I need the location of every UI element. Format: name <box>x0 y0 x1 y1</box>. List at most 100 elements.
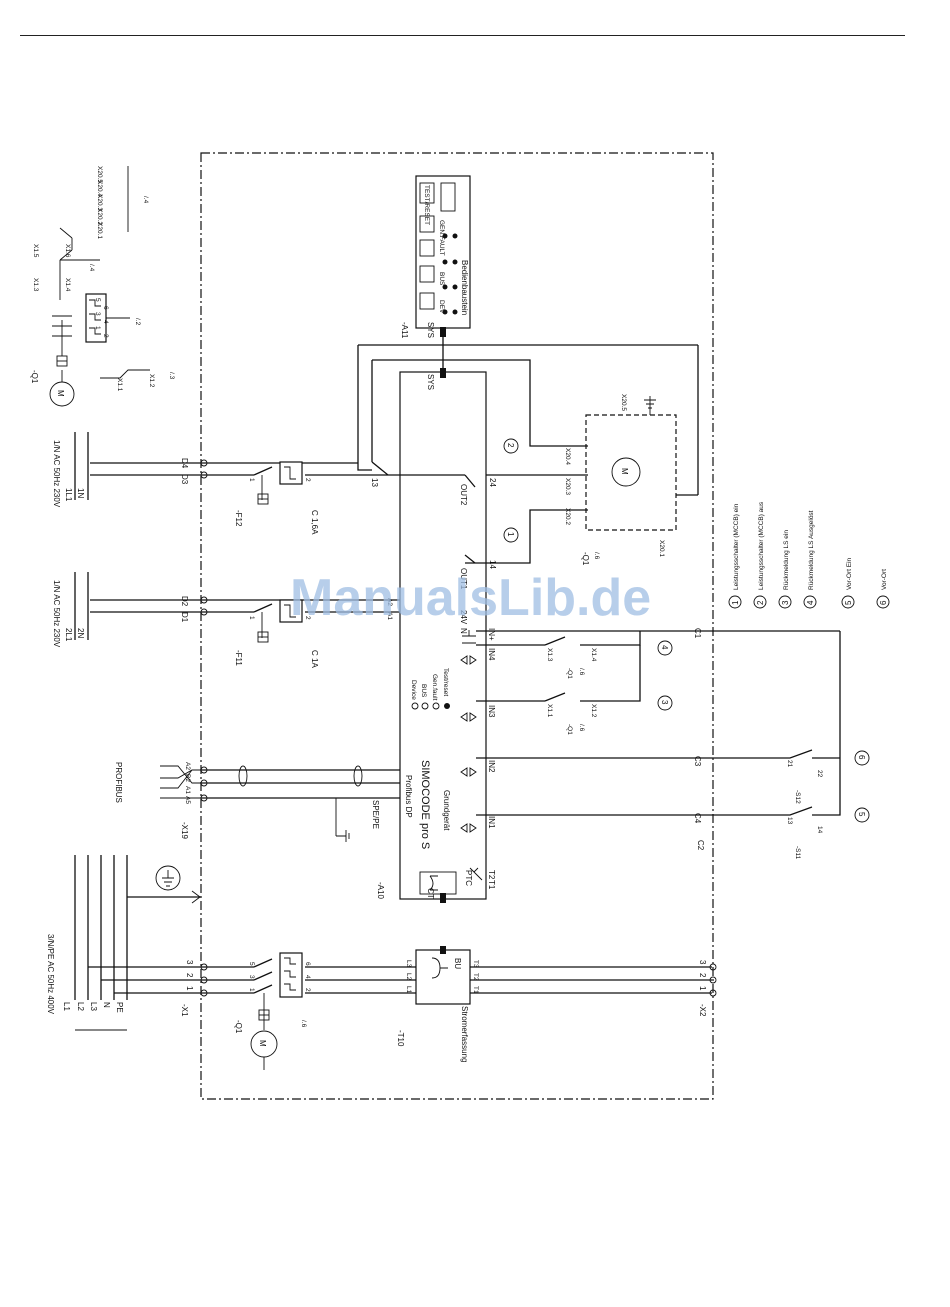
svg-text:C3: C3 <box>693 756 702 767</box>
svg-text:SYS: SYS <box>426 322 435 338</box>
svg-text:X1.4: X1.4 <box>64 278 71 292</box>
svg-text:IN4: IN4 <box>487 648 496 661</box>
control-supply: -F12 C 1,6A D4 D3 1 2 1/N AC 50Hz 230V 1… <box>52 432 400 668</box>
callout-2 <box>503 438 519 454</box>
svg-text:M: M <box>258 1040 267 1047</box>
svg-text:Grundgerät: Grundgerät <box>442 790 451 831</box>
svg-text:-S11: -S11 <box>794 846 801 860</box>
svg-text:14: 14 <box>488 560 497 569</box>
svg-text:1: 1 <box>248 988 255 992</box>
svg-text:A1: A1 <box>386 612 393 620</box>
svg-text:PROFIBUS: PROFIBUS <box>114 762 123 803</box>
svg-text:D2: D2 <box>180 596 189 607</box>
svg-text:A1: A1 <box>184 786 191 794</box>
svg-text:Test/reset: Test/reset <box>442 668 449 696</box>
svg-text:-X2: -X2 <box>698 1004 707 1017</box>
callout-3 <box>657 695 673 711</box>
svg-text:/.4: /.4 <box>142 196 149 204</box>
svg-text:4: 4 <box>102 320 109 324</box>
svg-text:4: 4 <box>806 600 815 605</box>
svg-text:2: 2 <box>756 600 765 605</box>
svg-text:C1: C1 <box>693 628 702 639</box>
svg-text:/.6: /.6 <box>300 1020 307 1028</box>
svg-text:-T10: -T10 <box>396 1030 405 1047</box>
legend-item-6: 6 Vor-Ort <box>876 569 890 609</box>
callout-6 <box>854 750 870 766</box>
svg-text:N: N <box>459 628 468 634</box>
svg-text:GEN.FAULT: GEN.FAULT <box>438 220 445 256</box>
svg-text:13: 13 <box>370 478 379 487</box>
svg-text:X1.4: X1.4 <box>590 648 597 662</box>
svg-text:L1: L1 <box>62 1002 71 1011</box>
input-terminals <box>419 630 483 895</box>
svg-text:X1.3: X1.3 <box>32 278 39 292</box>
svg-text:A5: A5 <box>184 796 191 804</box>
svg-text:D3: D3 <box>180 474 189 485</box>
legend-item-4: 4 Rückmeldung LS Ausgelöst <box>803 510 817 609</box>
svg-text:X20.4: X20.4 <box>96 180 103 197</box>
svg-text:SPE/PE: SPE/PE <box>371 800 380 829</box>
svg-text:3: 3 <box>94 312 101 316</box>
svg-text:2: 2 <box>698 973 707 978</box>
svg-text:/.4: /.4 <box>88 264 95 272</box>
svg-text:IN3: IN3 <box>487 705 496 718</box>
svg-text:L3: L3 <box>405 960 412 968</box>
svg-text:IN1: IN1 <box>487 816 496 829</box>
svg-text:X20.5: X20.5 <box>620 394 627 411</box>
svg-text:2: 2 <box>185 973 194 978</box>
profibus-wiring: PROFIBUS A2 B2 A1 A5 -X19 <box>114 762 400 842</box>
svg-text:Leistungsschalter (MCCB) aus: Leistungsschalter (MCCB) aus <box>758 501 765 590</box>
svg-text:TEST/RESET: TEST/RESET <box>423 185 430 225</box>
svg-text:-Q1: -Q1 <box>566 668 573 679</box>
legend-item-3: 3 Rückmeldung LS ein <box>778 530 792 609</box>
svg-text:Device: Device <box>410 680 417 700</box>
svg-text:OUT2: OUT2 <box>459 484 468 506</box>
svg-text:2: 2 <box>304 478 311 482</box>
output-relays: 13 24 14 1 2 <box>370 438 588 569</box>
svg-text:-X1: -X1 <box>180 1004 189 1017</box>
svg-text:OUT1: OUT1 <box>459 568 468 590</box>
svg-text:24V: 24V <box>459 610 468 625</box>
svg-text:DEV: DEV <box>438 300 445 314</box>
svg-text:Rückmeldung LS Ausgelöst: Rückmeldung LS Ausgelöst <box>808 510 815 590</box>
svg-text:X20.5: X20.5 <box>96 166 103 183</box>
svg-text:4: 4 <box>660 645 669 650</box>
svg-text:22: 22 <box>816 770 823 778</box>
main-feeder: 3/N/PE AC 50Hz 400V L1 L2 L3 N PE -X1 3 … <box>46 855 416 1070</box>
svg-text:X20.1: X20.1 <box>658 540 665 557</box>
svg-text:1: 1 <box>698 986 707 991</box>
svg-text:/.3: /.3 <box>168 372 175 380</box>
svg-text:C2: C2 <box>696 840 705 851</box>
panel-buttons: TEST/RESET GEN.FAULT BUS DEV <box>419 182 458 315</box>
svg-text:/.6: /.6 <box>593 552 600 560</box>
svg-text:3: 3 <box>248 975 255 979</box>
svg-text:Vor-Ort: Vor-Ort <box>881 569 888 590</box>
svg-text:-Q1: -Q1 <box>581 552 590 566</box>
svg-text:2L1: 2L1 <box>64 628 73 642</box>
svg-text:X20.1: X20.1 <box>96 222 103 239</box>
svg-text:X1.1: X1.1 <box>546 704 553 718</box>
svg-text:M: M <box>620 468 629 475</box>
svg-text:X1.6: X1.6 <box>64 244 71 258</box>
svg-text:/.6: /.6 <box>578 724 585 732</box>
svg-text:/.2: /.2 <box>134 318 141 326</box>
svg-text:Bedienbaustein: Bedienbaustein <box>460 260 469 315</box>
callout-4 <box>657 640 673 656</box>
svg-text:3: 3 <box>698 960 707 965</box>
svg-text:C 1A: C 1A <box>310 650 319 668</box>
svg-text:C4: C4 <box>693 813 702 824</box>
svg-text:-X19: -X19 <box>180 822 189 839</box>
svg-text:T3: T3 <box>472 960 479 968</box>
svg-text:X1.1: X1.1 <box>116 378 123 392</box>
svg-text:2: 2 <box>304 988 311 992</box>
svg-text:6: 6 <box>879 600 888 605</box>
svg-text:X20.3: X20.3 <box>96 194 103 211</box>
svg-text:T1: T1 <box>487 880 496 890</box>
operator-panel: Bedienbaustein -A11 SYS TEST/RESET GEN.F… <box>400 175 471 372</box>
svg-text:IN2: IN2 <box>487 760 496 773</box>
svg-text:SIMOCODE pro S: SIMOCODE pro S <box>419 760 431 849</box>
svg-text:C 1,6A: C 1,6A <box>310 510 319 535</box>
svg-text:4: 4 <box>304 975 311 979</box>
svg-text:D1: D1 <box>180 612 189 623</box>
